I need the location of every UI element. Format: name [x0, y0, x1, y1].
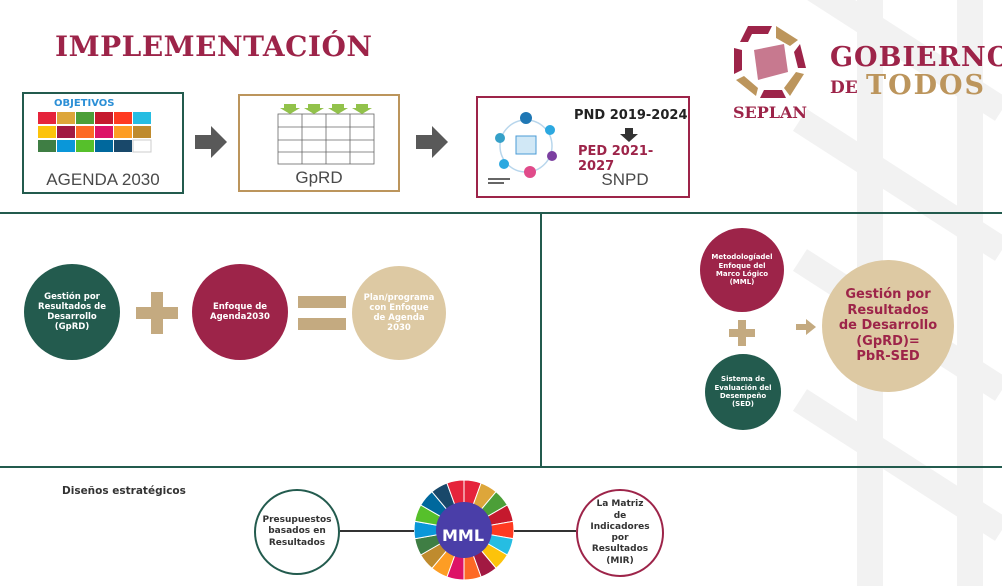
equals-icon	[298, 296, 346, 330]
mir-circle: La Matriz de Indicadores por Resultados …	[576, 489, 664, 577]
presupuestos-circle: Presupuestos basados en Resultados	[254, 489, 340, 575]
gobierno-text: GOBIERNO	[830, 42, 1002, 73]
gprd-circle: Gestión por Resultados de Desarrollo (Gp…	[24, 264, 120, 360]
de-text: DE	[830, 78, 858, 98]
divider-vertical	[540, 212, 542, 468]
page-title: IMPLEMENTACIÓN	[55, 30, 373, 63]
arrow-right-icon	[416, 126, 448, 158]
todos-text: TODOS	[866, 70, 987, 101]
arrow-right-icon	[195, 126, 227, 158]
snpd-box: PND 2019-2024 PED 2021-2027 SNPD	[476, 96, 690, 198]
sdg-grid-icon	[38, 112, 152, 153]
gprd-matrix-icon	[277, 104, 375, 165]
divider-top	[0, 212, 1002, 214]
section-title: Diseños estratégicos	[62, 485, 186, 497]
objetivos-heading: OBJETIVOS	[54, 98, 115, 109]
plus-icon	[729, 320, 755, 346]
gprd-result-circle: Gestión por Resultados de Desarrollo (Gp…	[822, 260, 954, 392]
seplan-logo	[734, 26, 806, 98]
seplan-label: SEPLAN	[732, 103, 808, 122]
mml-center-label: MML	[442, 526, 485, 545]
arrow-right-icon	[796, 319, 816, 335]
mml-wheel-icon	[414, 480, 514, 580]
agenda-2030-label: AGENDA 2030	[46, 170, 160, 189]
sed-circle: Sistema de Evaluación del Desempeño (SED…	[705, 354, 781, 430]
arrow-down-icon	[620, 128, 638, 142]
pnd-text: PND 2019-2024	[574, 108, 688, 123]
gprd-label: GpRD	[295, 168, 343, 187]
snpd-diagram-icon	[488, 112, 557, 184]
agenda2030-circle: Enfoque de Agenda2030	[192, 264, 288, 360]
plus-icon	[136, 292, 178, 334]
gprd-box: GpRD	[238, 94, 400, 192]
plan-programa-circle: Plan/programa con Enfoque de Agenda 2030	[352, 266, 446, 360]
divider-bottom	[0, 466, 1002, 468]
ped-text: PED 2021-2027	[578, 144, 654, 174]
agenda-2030-box: OBJETIVOS AGENDA 2030	[22, 92, 184, 194]
snpd-label: SNPD	[601, 170, 649, 189]
mml-circle: Metodologíadel Enfoque del Marco Lógico …	[700, 228, 784, 312]
